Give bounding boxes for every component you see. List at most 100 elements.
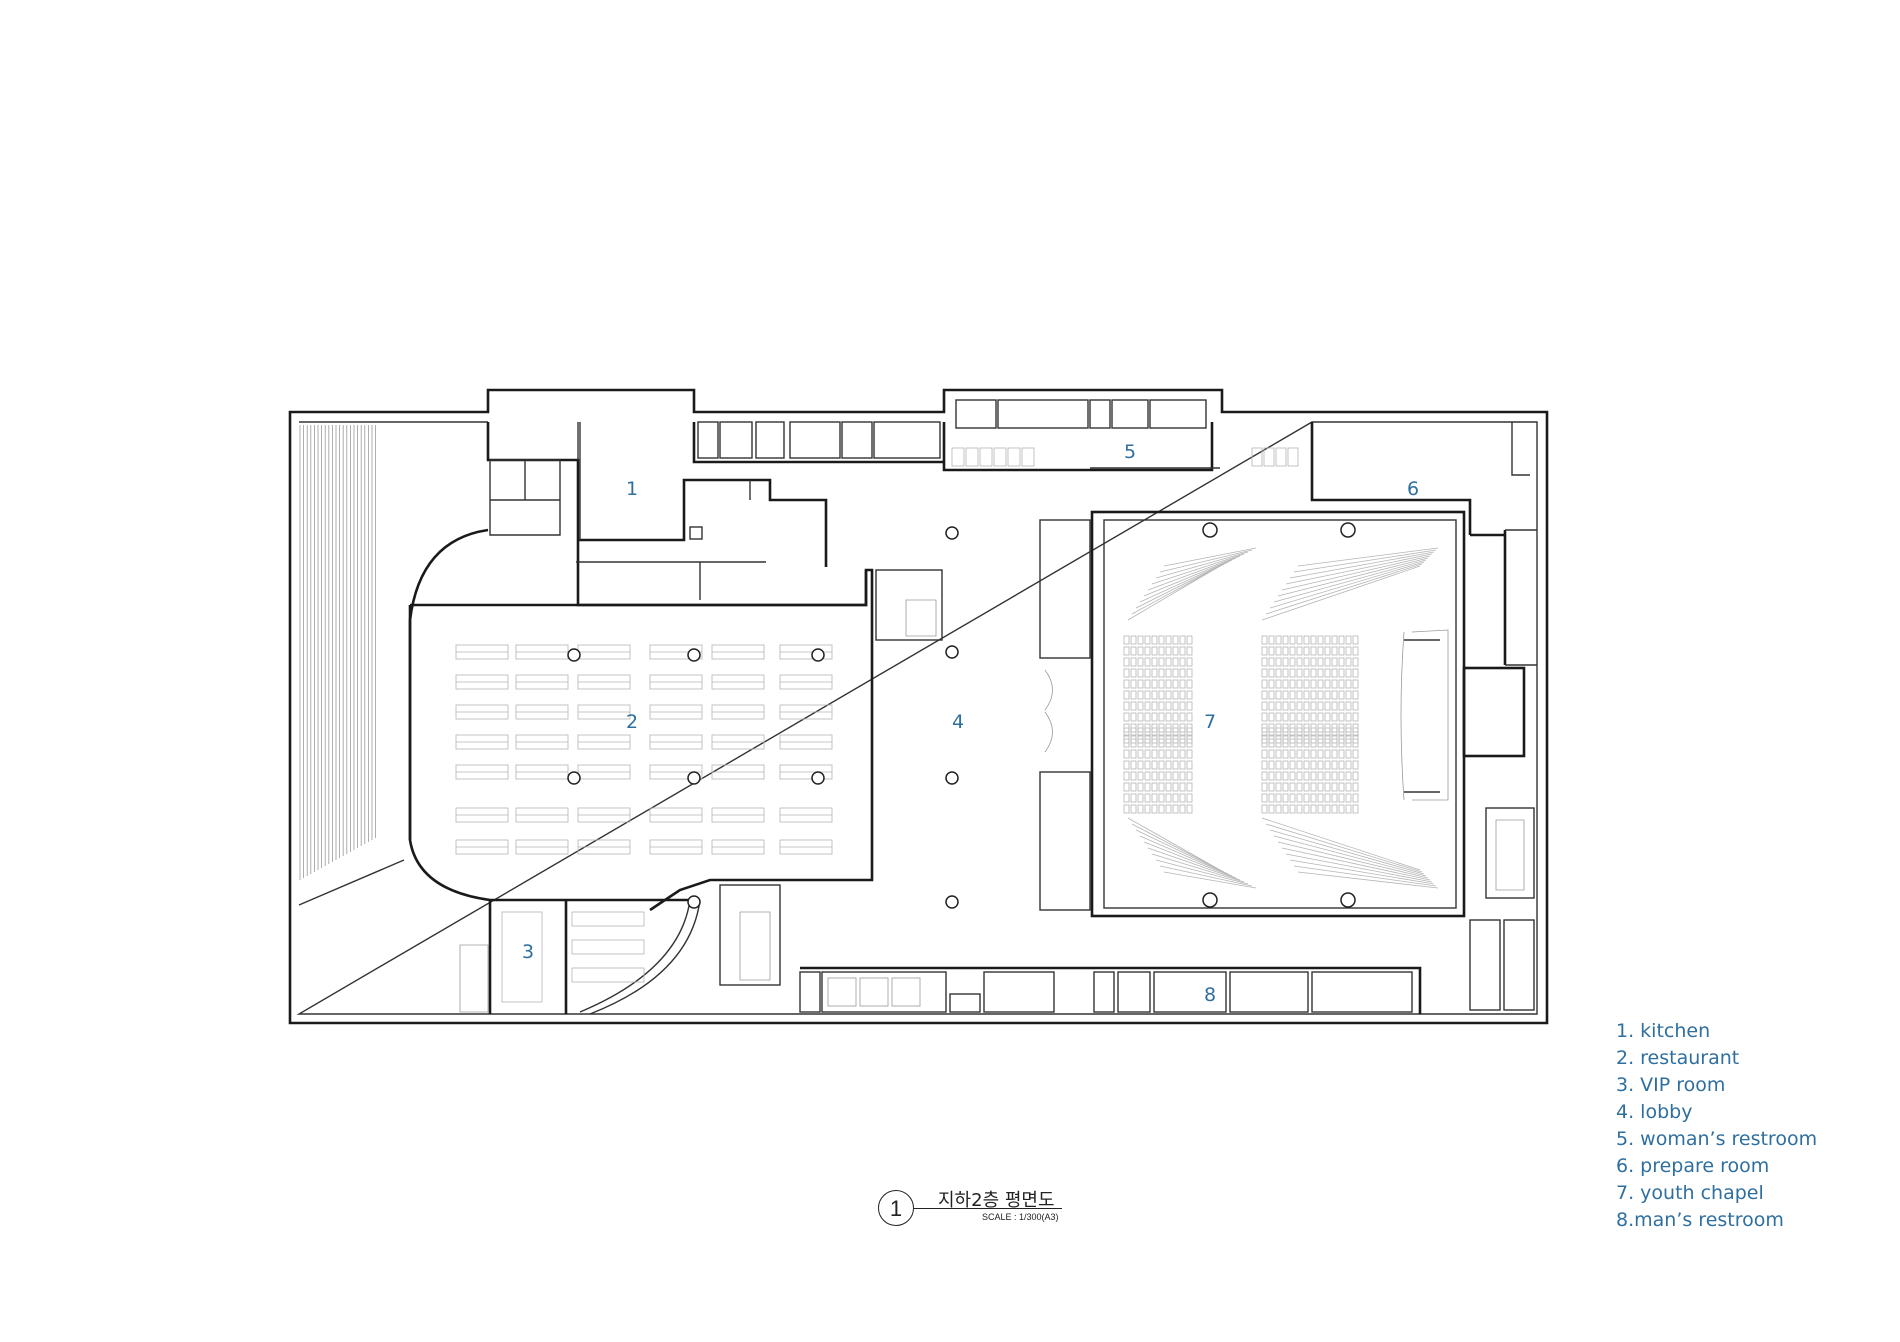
amphitheater-curve-wall xyxy=(408,528,491,902)
pew-seat xyxy=(1317,760,1324,770)
pew-seat xyxy=(1338,701,1345,711)
pew-seat xyxy=(1137,793,1144,803)
pew-seat xyxy=(1123,635,1130,645)
pew-seat xyxy=(1324,804,1331,814)
pew-seat xyxy=(1151,771,1158,781)
pew-seat xyxy=(1303,749,1310,759)
pew-seat xyxy=(1296,646,1303,656)
pew-seat xyxy=(1303,690,1310,700)
pew-row xyxy=(1281,555,1431,591)
pew-seat xyxy=(1268,738,1275,748)
pew-row xyxy=(1285,853,1433,883)
pew-seat xyxy=(1338,738,1345,748)
pew-seat xyxy=(1275,771,1282,781)
pew-seat xyxy=(1158,679,1165,689)
chapel-entry-doors xyxy=(1044,669,1053,753)
pew-seat xyxy=(1137,701,1144,711)
pew-seat xyxy=(1261,782,1268,792)
pew-seat xyxy=(1186,760,1193,770)
pew-seat xyxy=(1179,646,1186,656)
pew-seat xyxy=(1331,749,1338,759)
pew-seat xyxy=(1324,657,1331,667)
pew-seat xyxy=(1158,727,1165,737)
pew-seat xyxy=(1123,712,1130,722)
pew-seat xyxy=(1324,712,1331,722)
pew-seat xyxy=(1137,782,1144,792)
pew-seat xyxy=(1158,657,1165,667)
room-number-restaurant: 2 xyxy=(626,711,638,733)
pew-seat xyxy=(1275,679,1282,689)
pew-seat xyxy=(1261,749,1268,759)
pew-seat xyxy=(1165,690,1172,700)
pew-seat xyxy=(1345,727,1352,737)
womans-restroom-stalls xyxy=(951,447,1299,469)
pew-seat xyxy=(1158,738,1165,748)
bottom-elevator-cars xyxy=(827,977,921,1007)
pew-seat xyxy=(1172,804,1179,814)
pew-seat xyxy=(1137,804,1144,814)
pew-seat xyxy=(1303,646,1310,656)
amphitheater-steps xyxy=(298,424,405,906)
pew-seat xyxy=(1172,738,1179,748)
chapel-rear-stage-room xyxy=(1462,666,1526,758)
pew-seat xyxy=(1275,749,1282,759)
pew-seat xyxy=(1144,701,1151,711)
pew-seat xyxy=(1338,657,1345,667)
pew-seat xyxy=(1303,782,1310,792)
pew-seat xyxy=(1331,701,1338,711)
pew-seat xyxy=(1324,793,1331,803)
pew-seat xyxy=(1324,738,1331,748)
pew-seat xyxy=(1179,701,1186,711)
pew-seat xyxy=(1158,712,1165,722)
pew-seat xyxy=(1282,727,1289,737)
pew-seat xyxy=(1172,657,1179,667)
pew-seat xyxy=(1172,712,1179,722)
pew-seat xyxy=(1289,782,1296,792)
pew-seat xyxy=(1268,760,1275,770)
pew-seat xyxy=(1338,679,1345,689)
pew-seat xyxy=(1130,793,1137,803)
pew-seat xyxy=(1165,712,1172,722)
pew-seat xyxy=(1317,727,1324,737)
pew-seat xyxy=(1303,804,1310,814)
pew-seat xyxy=(1324,646,1331,656)
pew-seat xyxy=(1158,749,1165,759)
lobby-columns xyxy=(945,526,959,909)
pew-seat xyxy=(1151,782,1158,792)
pew-seat xyxy=(1324,749,1331,759)
pew-seat xyxy=(1137,657,1144,667)
pew-seat xyxy=(1275,690,1282,700)
pew-seat xyxy=(1172,727,1179,737)
pew-seat xyxy=(1282,668,1289,678)
pew-seat xyxy=(1144,771,1151,781)
pew-seat xyxy=(1261,712,1268,722)
chapel-stage-steps xyxy=(1404,639,1440,793)
pew-seat xyxy=(1186,749,1193,759)
pew-seat xyxy=(1144,679,1151,689)
pew-seat xyxy=(1158,635,1165,645)
pew-seat xyxy=(1158,793,1165,803)
chapel-outer-wall xyxy=(1090,510,1466,918)
pew-seat xyxy=(1130,635,1137,645)
pew-seat xyxy=(1165,727,1172,737)
pew-seat xyxy=(1261,727,1268,737)
pew-seat xyxy=(1296,760,1303,770)
pew-seat xyxy=(1282,635,1289,645)
pew-seat xyxy=(1268,679,1275,689)
pew-seat xyxy=(1158,701,1165,711)
vip-room-curve xyxy=(579,899,701,1015)
pew-seat xyxy=(1137,760,1144,770)
pew-seat xyxy=(1123,771,1130,781)
pew-seat xyxy=(1289,793,1296,803)
stall xyxy=(1263,447,1275,467)
pew-seat xyxy=(1289,635,1296,645)
drawing-scale: SCALE : 1/300(A3) xyxy=(982,1212,1059,1222)
pew-row xyxy=(1269,561,1425,609)
pew-seat xyxy=(1130,760,1137,770)
pew-seat xyxy=(1130,738,1137,748)
pew-seat xyxy=(1172,690,1179,700)
top-service-strip xyxy=(692,422,1214,472)
pew-seat xyxy=(1331,771,1338,781)
pew-seat xyxy=(1165,749,1172,759)
pew-seat xyxy=(1345,635,1352,645)
